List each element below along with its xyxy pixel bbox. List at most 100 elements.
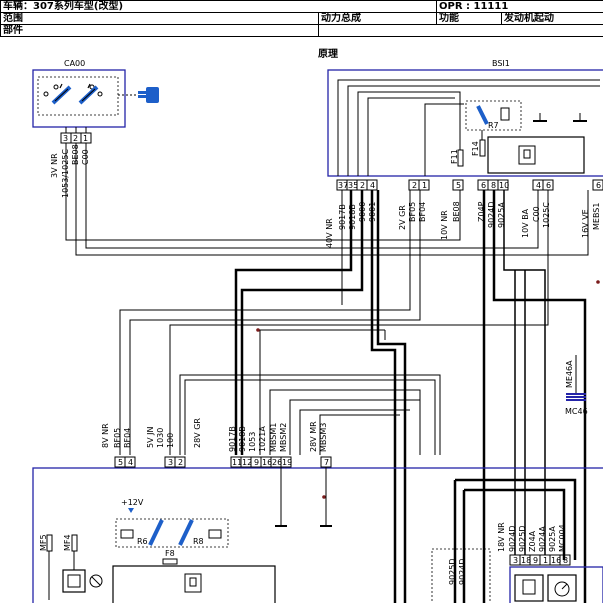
mc46-label: MC46 — [565, 407, 588, 416]
bsi-pin-6c: 6 — [596, 181, 601, 190]
bsi-conn-label-5: 10V BA — [521, 208, 530, 238]
br-pin-8: 8 — [563, 556, 568, 565]
bl-pin-26: 26 — [272, 458, 282, 467]
mf5-label: MF5 — [39, 534, 48, 551]
bl-pin-7: 7 — [324, 458, 329, 467]
mf4-label: MF4 — [63, 534, 72, 551]
bsi-conn-label-2: 2V GR — [398, 205, 407, 230]
br-code-5: 9025A — [548, 526, 557, 552]
bsi1-component: BSI1 R7 F11 F14 — [327, 59, 603, 177]
br-code-3: Z04A — [528, 530, 537, 552]
br-code-2: 9025D — [518, 525, 527, 552]
bsi-pin-8: 8 — [491, 181, 496, 190]
bsi-code-mebs1: MEBS1 — [592, 203, 601, 230]
bsi-conn-label-6: 16V VE — [581, 209, 590, 238]
bl-code-mbsm3: MBSM3 — [319, 423, 328, 452]
br-pin-18: 18 — [521, 556, 531, 565]
bsi-pin-6a: 6 — [481, 181, 486, 190]
br-pin-16: 16 — [551, 556, 561, 565]
bsi1-connector-strip: 37 35 2 4 2 1 5 6 8 10 4 6 6 40V NR 9017… — [325, 179, 603, 248]
bsi-pin-4b: 4 — [536, 181, 541, 190]
bsi-pin-2a: 2 — [360, 181, 365, 190]
br-code-4: 9024A — [538, 526, 547, 552]
bl-pin-2: 2 — [178, 458, 183, 467]
bsi-pin-35: 35 — [348, 181, 358, 190]
ecu-chip-icon — [518, 145, 536, 165]
ca00-component: CA00 3 2 1 3V NR 1053/1025C BE08 C00 — [32, 59, 159, 198]
bl-pin-5: 5 — [118, 458, 123, 467]
bsi-code-bf05: BF05 — [408, 202, 417, 222]
bsi-code-c00: C00 — [532, 206, 541, 222]
bl-code-1030: 1030 — [156, 428, 165, 448]
lamp-icon — [62, 569, 103, 593]
bsi-code-1025c: 1025C — [542, 202, 551, 228]
r7-label: R7 — [488, 121, 499, 130]
bsi-pin-37: 37 — [338, 181, 348, 190]
bsi-code-9018b: 9018B — [348, 204, 357, 230]
bl-pin-4: 4 — [128, 458, 133, 467]
bsi1-label: BSI1 — [492, 59, 510, 68]
key-icon — [138, 87, 159, 103]
box-code-9024d: 9024D — [458, 558, 467, 585]
r8-label: R8 — [193, 537, 204, 546]
bsi-conn-label-3: 10V NR — [440, 210, 449, 240]
bl-code-bf04: BF04 — [123, 428, 132, 448]
bl-pin-3: 3 — [168, 458, 173, 467]
bsi-pin-5: 5 — [456, 181, 461, 190]
meter-icon — [514, 574, 577, 602]
harness-wires — [65, 143, 589, 603]
bl-pin-9: 9 — [254, 458, 259, 467]
bl-code-1021a: 1021A — [258, 426, 267, 452]
bsi-pin-1b: 1 — [422, 181, 427, 190]
r6-label: R6 — [137, 537, 148, 546]
br-pin-3: 3 — [513, 556, 518, 565]
me46a-label: ME46A — [565, 360, 574, 388]
ca00-conn-label: 3V NR — [50, 153, 59, 178]
bl-code-100: 100 — [166, 433, 175, 448]
br-pin-1: 1 — [543, 556, 548, 565]
bl-conn-label-4: 28V MR — [309, 421, 318, 452]
bsi-pin-6b: 6 — [546, 181, 551, 190]
header-table: 车辆：307系列车型(改型) OPR : 11111 范围 动力总成 功能 发动… — [0, 0, 603, 45]
bottom-left-component: 5 4 3 2 11 12 9 16 26 19 7 8V NR BF05 BF… — [32, 418, 603, 603]
f11-label: F11 — [450, 149, 459, 164]
principle-label: 原理 — [318, 49, 338, 60]
bottom-right-component: 9025D 9024D 3 18 9 1 16 8 18V NR 9024D 9… — [431, 522, 603, 603]
ca00-pin-2: 2 — [73, 134, 78, 143]
bsi-pin-10: 10 — [499, 181, 509, 190]
bsi-conn-label-1: 40V NR — [325, 218, 334, 248]
bl-pin-11: 11 — [232, 458, 242, 467]
f8-label: F8 — [165, 549, 175, 558]
br-conn-label: 18V NR — [497, 522, 506, 552]
ca00-label: CA00 — [64, 59, 85, 68]
bsi-pin-4a: 4 — [370, 181, 375, 190]
bl-code-mbsm1: MBSM1 — [269, 423, 278, 452]
bsi-code-be08: BE08 — [452, 201, 461, 222]
bl-code-9017b: 9017B — [228, 426, 237, 452]
bsi-code-9025a: 9025A — [497, 202, 506, 228]
bl-conn-label-3: 28V GR — [193, 418, 202, 448]
bl-pin-19: 19 — [282, 458, 292, 467]
plus12v-label: +12V — [121, 498, 144, 507]
parts-label: 部件 — [0, 24, 319, 37]
mc46-component: ME46A MC46 — [565, 355, 588, 416]
br-code-1: 9024D — [508, 525, 517, 552]
bl-code-1053: 1053 — [248, 432, 257, 452]
br-pin-9: 9 — [533, 556, 538, 565]
br-code-6: MC004 — [558, 524, 567, 552]
ca00-pin-3: 3 — [63, 134, 68, 143]
ca00-pin-1: 1 — [83, 134, 88, 143]
bsi-pin-2b: 2 — [412, 181, 417, 190]
bl-pin-12: 12 — [242, 458, 252, 467]
bl-code-mbsm2: MBSM2 — [279, 423, 288, 452]
bsi-code-z04p: Z04P — [477, 201, 486, 222]
bl-chip-icon — [184, 573, 202, 593]
bsi-code-bf04: BF04 — [418, 202, 427, 222]
f14-label: F14 — [471, 141, 480, 156]
box-code-9025d: 9025D — [448, 558, 457, 585]
bsi-code-9024d: 9024D — [487, 201, 496, 228]
bl-code-bf05: BF05 — [113, 428, 122, 448]
bl-pin-16: 16 — [262, 458, 272, 467]
bl-conn-label-2: 5V JN — [146, 427, 155, 448]
